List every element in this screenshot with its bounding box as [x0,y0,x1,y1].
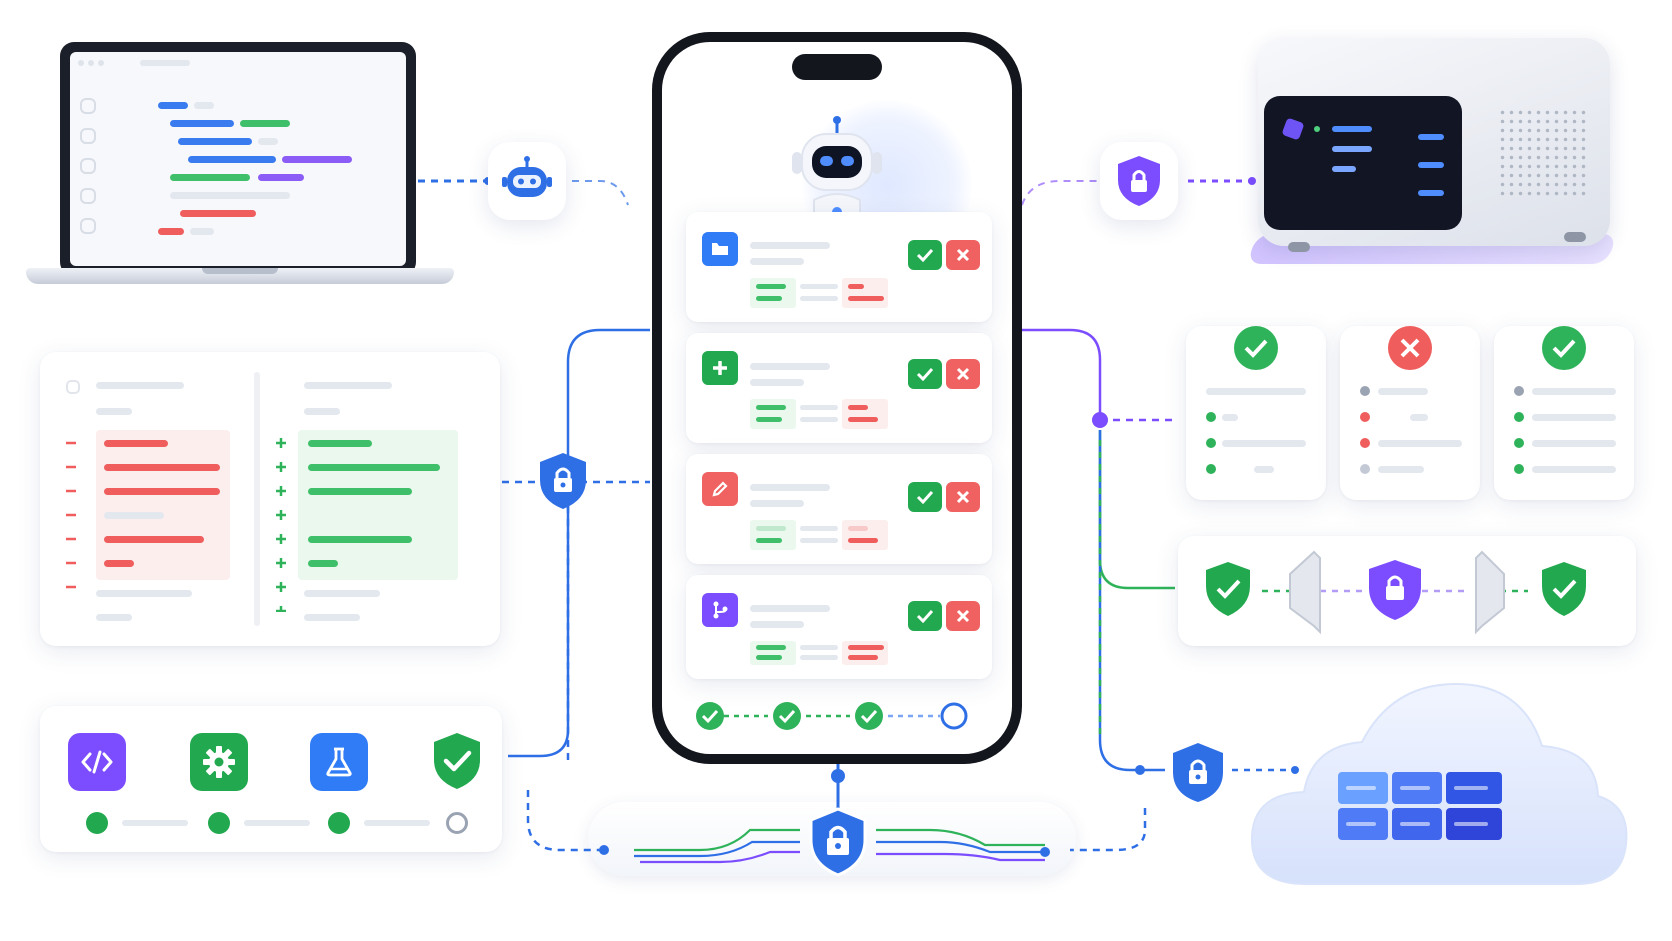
code-editor-screen [70,52,406,266]
reject-button[interactable] [946,601,980,631]
minus-markers [66,441,76,589]
review-card-rejected[interactable] [1340,326,1480,500]
pipeline-stage-build[interactable] [190,733,248,791]
pipeline-step-done [208,812,230,834]
git-branch-icon [702,593,738,627]
lock-shield-icon [1118,156,1160,206]
robot-icon [502,156,552,197]
change-card-folder[interactable] [686,212,992,322]
plus-icon [702,351,738,385]
gate-icon [1475,550,1505,635]
change-card-edit[interactable] [686,454,992,564]
security-chain [1206,550,1586,635]
lock-shield-icon [1369,560,1421,620]
approved-icon [1542,326,1586,370]
pipeline-step-pending [446,812,468,834]
folder-icon [702,232,738,266]
lock-hub[interactable] [1100,142,1178,220]
step-pending-icon [940,702,968,730]
review-card-approved[interactable] [1186,326,1326,500]
lock-shield-icon[interactable] [536,450,590,512]
pipeline-stage-code[interactable] [68,733,126,791]
diff-card [40,352,500,646]
gate-icon [1289,550,1321,635]
laptop [26,42,454,308]
approve-button[interactable] [908,359,942,389]
review-card-approved[interactable] [1494,326,1634,500]
gear-icon [203,746,235,778]
server-vent [1498,108,1588,198]
pencil-icon [702,472,738,506]
approved-icon [1234,326,1278,370]
robot-hub[interactable] [488,142,566,220]
pipeline-step-done [86,812,108,834]
lock-shield-icon[interactable] [1167,740,1229,804]
approval-progress [696,702,968,730]
pipeline-step-done [328,812,350,834]
plus-markers [276,438,286,612]
change-card-add[interactable] [686,333,992,443]
cloud-storage [1250,682,1628,885]
flask-icon [326,747,352,777]
server-screen [1264,96,1462,230]
pipeline-stage-test[interactable] [310,733,368,791]
reject-button[interactable] [946,240,980,270]
change-card-branch[interactable] [686,575,992,679]
step-done-icon [855,702,883,730]
rejected-icon [1388,326,1432,370]
reject-button[interactable] [946,359,980,389]
step-done-icon [773,702,801,730]
shield-check-icon[interactable] [430,730,484,792]
approve-button[interactable] [908,482,942,512]
database-icon [1338,772,1502,840]
shield-check-icon [1542,562,1586,616]
approve-button[interactable] [908,601,942,631]
server-device [1246,38,1628,268]
step-done-icon [696,702,724,730]
shield-check-icon [1206,562,1250,616]
reject-button[interactable] [946,482,980,512]
lock-shield-icon[interactable] [806,806,870,878]
code-icon [81,750,113,774]
approve-button[interactable] [908,240,942,270]
